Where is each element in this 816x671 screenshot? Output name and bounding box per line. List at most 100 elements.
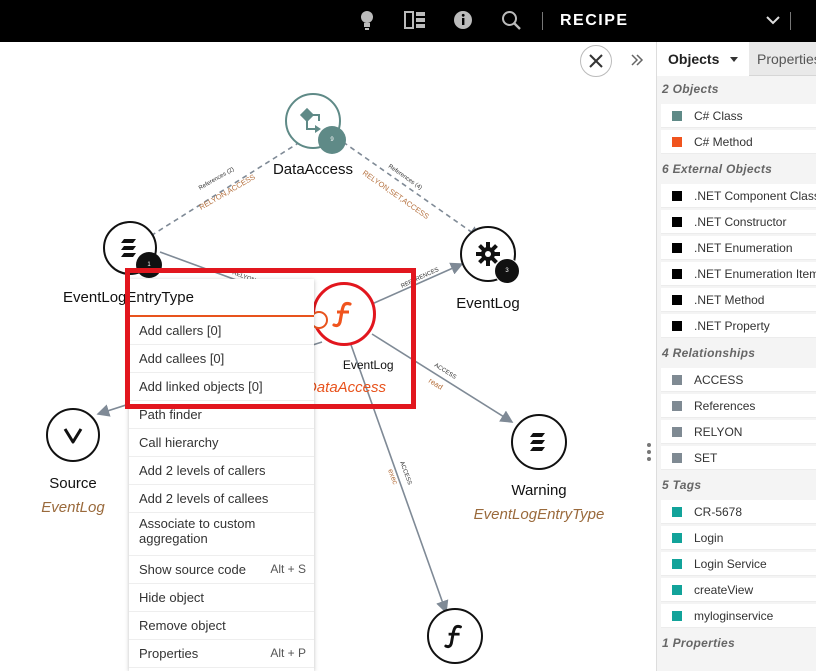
menu-item-label: Add callees [0] (139, 351, 225, 366)
lightbulb-icon[interactable] (356, 9, 378, 31)
legend-item-label: .NET Enumeration (694, 241, 793, 255)
menu-item[interactable]: Remove object (129, 612, 314, 640)
color-swatch (672, 321, 682, 331)
edge-write-warning[interactable] (371, 333, 514, 423)
legend-panel: Objects Properties 2 Objects C# Class C# M… (656, 42, 816, 671)
color-swatch (672, 401, 682, 411)
node-label-writetoeventlog: WriteToEventLog (302, 358, 394, 372)
menu-item-label: Add 2 levels of callers (139, 463, 266, 478)
legend-item[interactable]: CR-5678 (661, 500, 816, 524)
component-icon (299, 107, 321, 133)
legend-item[interactable]: ACCESS (661, 368, 816, 392)
legend-item[interactable]: .NET Property (661, 314, 816, 338)
tab-properties[interactable]: Properties (757, 51, 816, 67)
menu-item-label: Add 2 levels of callees (139, 491, 269, 506)
badge-dataaccess: 9 (318, 126, 346, 154)
legend-item[interactable]: References (661, 394, 816, 418)
color-swatch (672, 427, 682, 437)
node-label-source: Source (49, 475, 97, 492)
search-icon[interactable] (500, 9, 522, 31)
legend-item[interactable]: createView (661, 578, 816, 602)
menu-item-label: Hide object (139, 590, 205, 605)
legend-item-label: SET (694, 451, 718, 465)
menu-item[interactable]: Add 2 levels of callees (129, 485, 314, 513)
menu-item[interactable]: Hide object (129, 584, 314, 612)
legend-item[interactable]: SET (661, 446, 816, 470)
color-swatch (672, 191, 682, 201)
legend-item-label: Login Service (694, 557, 767, 571)
legend-item[interactable]: .NET Constructor (661, 210, 816, 234)
menu-item[interactable]: Add 2 levels of callers (129, 457, 314, 485)
badge-eventlogentrytype: 1 (136, 252, 162, 278)
legend-item-label: C# Method (694, 135, 753, 149)
edge-write-bottom[interactable] (349, 341, 449, 614)
legend-item[interactable]: .NET Enumeration Item (661, 262, 816, 286)
legend-item-label: ACCESS (694, 373, 744, 387)
menu-item-label: Remove object (139, 618, 226, 633)
graph-canvas[interactable]: References (2) RELYON,ACCESS References … (0, 42, 650, 671)
node-warning[interactable] (511, 414, 567, 470)
double-chevron-right-icon (631, 54, 644, 66)
legend-item[interactable]: Login Service (661, 552, 816, 576)
chevron-down-icon[interactable] (762, 9, 784, 31)
top-bar: RECIPE (0, 0, 816, 42)
legend-section-title: 4 Relationships (662, 346, 756, 360)
legend-item[interactable]: C# Method (661, 130, 816, 154)
color-swatch (672, 137, 682, 147)
node-source[interactable] (46, 408, 100, 462)
menu-item[interactable]: Call hierarchy (129, 429, 314, 457)
toolbar-separator (542, 12, 543, 30)
legend-item[interactable]: .NET Component Class (661, 184, 816, 208)
color-swatch (672, 243, 682, 253)
legend-section-title: 1 Properties (662, 636, 735, 650)
tab-objects-label: Objects (668, 51, 720, 67)
context-menu-accent-bar (129, 315, 314, 317)
legend-item-label: .NET Enumeration Item (694, 267, 816, 281)
menu-item[interactable]: Add linked objects [0] (129, 373, 314, 401)
legend-section-title: 2 Objects (662, 82, 719, 96)
edge-write-eventlog[interactable] (371, 262, 464, 305)
legend-item[interactable]: Login (661, 526, 816, 550)
menu-item-label: Path finder (139, 407, 202, 422)
panel-resize-handle[interactable] (646, 442, 652, 462)
menu-item[interactable]: Associate to custom aggregation (129, 513, 314, 556)
recipe-title[interactable]: RECIPE (560, 12, 629, 29)
menu-item[interactable]: Add callers [0] (129, 317, 314, 345)
drag-handle-icon (647, 443, 651, 461)
edge-dataaccess-eventlog[interactable] (342, 141, 482, 239)
legend-item-label: .NET Method (694, 293, 765, 307)
edge-label: exec (386, 468, 400, 486)
legend-item[interactable]: .NET Enumeration (661, 236, 816, 260)
tab-objects[interactable]: Objects (657, 42, 749, 76)
columns-icon[interactable] (404, 9, 426, 31)
expand-panel-button[interactable] (622, 45, 652, 75)
legend-item-label: createView (694, 583, 754, 597)
gear-icon (476, 242, 500, 266)
menu-item[interactable]: Add callees [0] (129, 345, 314, 373)
legend-item[interactable]: .NET Method (661, 288, 816, 312)
legend-item-label: .NET Component Class (694, 189, 816, 203)
legend-item-label: .NET Property (694, 319, 770, 333)
highlight-box (125, 268, 416, 409)
node-sublabel-source: EventLog (41, 499, 105, 516)
legend-item-label: myloginservice (694, 609, 774, 623)
menu-item-label: Associate to custom aggregation (139, 516, 256, 546)
color-swatch (672, 111, 682, 121)
node-bottom-function[interactable] (427, 608, 483, 664)
menu-item-shortcut: Alt + P (270, 646, 306, 660)
close-button[interactable] (580, 45, 612, 77)
legend-item[interactable]: myloginservice (661, 604, 816, 628)
legend-item[interactable]: C# Class (661, 104, 816, 128)
legend-item[interactable]: RELYON (661, 420, 816, 444)
color-swatch (672, 453, 682, 463)
info-icon[interactable] (452, 9, 474, 31)
menu-item-label: Add linked objects [0] (139, 379, 263, 394)
toolbar-separator (790, 12, 791, 30)
menu-item[interactable]: Path finder (129, 401, 314, 429)
node-label-eventlog: EventLog (456, 295, 520, 312)
edge-dataaccess-entrytype[interactable] (131, 141, 301, 248)
color-swatch (672, 269, 682, 279)
color-swatch (672, 585, 682, 595)
